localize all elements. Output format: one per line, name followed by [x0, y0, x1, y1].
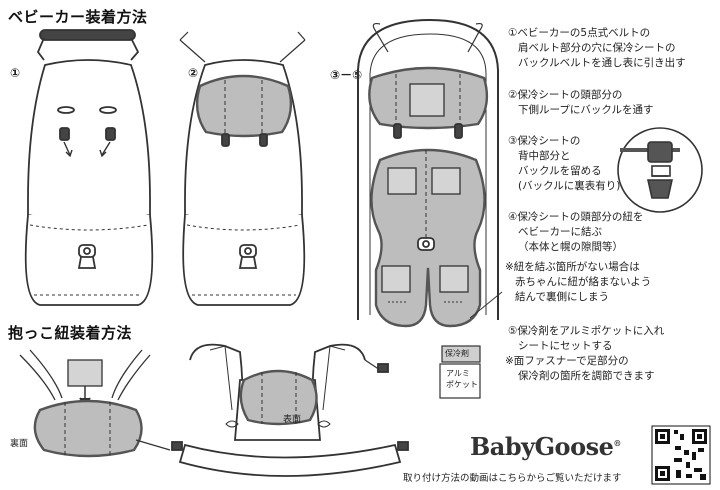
instruction-note-ties: ※紐を結ぶ箇所がない場合は 赤ちゃんに紐が絡まないよう 結んで裏側にしまう — [505, 261, 652, 303]
carrier-sheet-back — [19, 349, 171, 458]
buckle-detail-illustration — [617, 127, 703, 213]
step-1-label: ① — [10, 66, 21, 80]
brand-logo: BabyGoose® — [470, 432, 621, 461]
instruction-4: ④保冷シートの頭部分の紐を ベビーカーに結ぶ （本体と幌の隙間等） — [508, 211, 644, 253]
step-2-label: ② — [188, 66, 199, 80]
carrier-illustration — [171, 343, 409, 477]
back-side-label: 裏面 — [10, 439, 29, 449]
carrier-heading: 抱っこ紐装着方法 — [8, 324, 133, 342]
front-side-label: 表面 — [283, 415, 302, 425]
stroller-seat-2 — [179, 31, 306, 306]
video-note: 取り付け方法の動画はこちらからご覧いただけます — [403, 473, 622, 484]
step-3to5-label: ③－⑤ — [330, 68, 363, 82]
stroller-seat-3to5 — [357, 18, 503, 328]
instruction-2: ②保冷シートの頭部分の 下側ループにバックルを通す — [508, 89, 654, 116]
stroller-seat-1 — [24, 29, 154, 306]
instruction-1: ①ベビーカーの5点式ベルトの 肩ベルト部分の穴に保冷シートの バックルベルトを通… — [508, 27, 686, 69]
instruction-3: ③保冷シートの 背中部分と バックルを留める (バックルに裏表有り) — [508, 135, 621, 192]
ice-pack-label: 保冷剤 — [445, 349, 469, 358]
ice-pack-illustration — [439, 345, 481, 399]
stroller-heading: ベビーカー装着方法 — [8, 8, 148, 26]
qr-code[interactable] — [651, 425, 711, 485]
instruction-5: ⑤保冷剤をアルミポケットに入れ シートにセットする ※面ファスナーで足部分の 保… — [505, 325, 665, 382]
alumi-pocket-label: アルミ ポケット — [446, 369, 478, 389]
